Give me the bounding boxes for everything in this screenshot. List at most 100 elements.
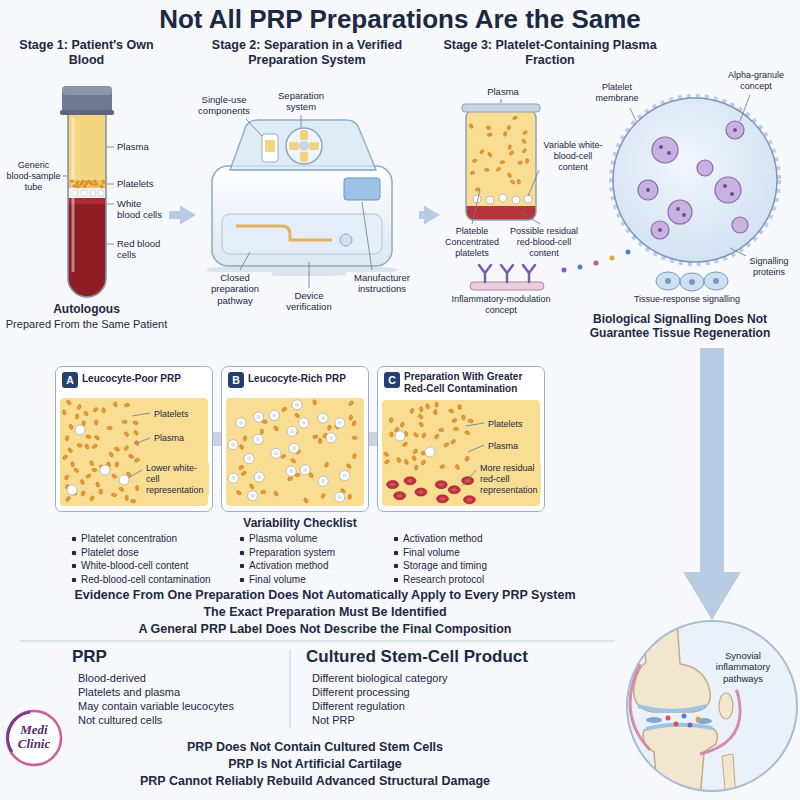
callout-label: Possible residual red-blood-cell content — [506, 226, 582, 258]
platelet-cell — [715, 177, 741, 203]
leader-line — [362, 202, 372, 270]
platelet-dot — [94, 435, 100, 441]
white-cell — [272, 413, 276, 417]
platelet-dot — [421, 459, 427, 465]
prep-panel-ground — [226, 398, 364, 506]
separation-device — [265, 140, 275, 152]
knee-outline — [627, 621, 797, 791]
callout-label: Single-use components — [196, 94, 252, 117]
checklist-item: Final volume — [392, 547, 542, 559]
white-cell — [269, 410, 279, 420]
platelet-dot — [125, 495, 129, 501]
white-cell — [340, 471, 350, 481]
checklist-item: Activation method — [238, 560, 386, 572]
platelet-dot — [77, 404, 82, 410]
blood-tube — [66, 112, 108, 300]
platelet-dot — [102, 408, 106, 413]
platelet-dot — [111, 493, 117, 497]
plasma-container — [499, 194, 507, 202]
platelet-dot — [487, 152, 492, 158]
plasma-container — [524, 195, 532, 203]
white-cell — [231, 476, 235, 480]
white-cell — [292, 400, 302, 410]
red-cell — [394, 492, 406, 500]
white-cell — [254, 412, 264, 422]
checklist-item: Plasma volume — [238, 533, 386, 545]
prep-panel-ground — [55, 366, 213, 512]
logo-text: Medi Clinic — [10, 723, 58, 750]
prep-panel-ground — [369, 432, 377, 446]
prep-panel-ground — [377, 366, 545, 512]
white-cell — [289, 469, 293, 473]
leader-line — [63, 176, 67, 177]
platelet-dot — [500, 160, 505, 164]
leader-line — [107, 147, 114, 148]
white-cell — [289, 443, 299, 453]
plasma-container — [486, 196, 494, 204]
platelet-dot — [62, 409, 67, 415]
platelet-cell — [611, 96, 779, 264]
platelet-dot — [450, 439, 456, 445]
platelet-dot — [94, 420, 98, 425]
platelet-dot — [418, 421, 424, 427]
column-heading: PRP — [72, 647, 272, 667]
platelet-dot — [108, 451, 114, 457]
white-cell — [271, 448, 281, 458]
platelet-dot — [418, 413, 424, 419]
white-cell — [247, 456, 251, 460]
platelet-dot — [487, 133, 492, 137]
leader-line — [466, 423, 484, 426]
platelet-dot — [402, 442, 408, 448]
blood-tube — [81, 190, 87, 196]
tissue-cells — [680, 273, 704, 291]
platelet-dot — [433, 409, 437, 415]
list-item: Different processing — [312, 686, 592, 699]
panel-badge: B — [228, 372, 244, 388]
platelet-dot — [294, 413, 300, 419]
knee-illustration — [630, 606, 740, 800]
platelet-dot — [124, 445, 130, 451]
platelet-dot — [84, 443, 89, 449]
red-cell — [452, 488, 457, 491]
platelet-dot — [510, 179, 516, 184]
platelet-cell — [682, 213, 686, 217]
prep-panel-ground — [213, 432, 221, 446]
platelet-dot — [470, 171, 475, 176]
red-cell — [404, 477, 416, 485]
platelet-cell — [676, 207, 680, 211]
platelet-dot — [238, 465, 244, 471]
platelet-dot — [425, 403, 429, 409]
platelet-cell — [610, 256, 615, 261]
blood-tube — [60, 110, 114, 115]
checklist-heading: Variability Checklist — [150, 516, 450, 530]
platelet-cell — [668, 200, 692, 224]
separation-device — [289, 142, 299, 150]
list-item: Different biological category — [312, 672, 592, 685]
platelet-dot — [290, 458, 296, 464]
separation-device — [262, 134, 278, 162]
platelet-dot — [93, 407, 99, 413]
white-cell — [321, 479, 325, 483]
leader-line — [107, 244, 114, 245]
stage-block: Stage 2: Separation in a Verified Prepar… — [196, 36, 419, 318]
prep-panel: BLeucocyte-Rich PRP — [221, 366, 369, 512]
platelet-dot — [133, 430, 139, 436]
stage-heading: Stage 1: Patient's Own Blood — [5, 38, 168, 68]
blood-tube — [62, 86, 112, 114]
callout-label: Inflammatory-modulation concept — [446, 294, 556, 316]
platelet-dot — [99, 489, 102, 494]
plasma-container — [512, 196, 520, 204]
knee-circle: Synovial inflammatory pathways — [626, 620, 798, 792]
white-cell — [256, 437, 260, 441]
platelet-dot — [130, 499, 136, 503]
platelet-dot — [92, 443, 98, 449]
platelet-cell — [726, 121, 744, 139]
callout-label: Platelet membrane — [588, 82, 646, 104]
list-item: Different regulation — [312, 700, 592, 713]
platelet-cell — [613, 98, 777, 262]
white-cell — [321, 416, 325, 420]
knee-illustration — [719, 693, 733, 719]
white-cell — [335, 418, 345, 428]
list-item: Not PRP — [312, 714, 592, 727]
